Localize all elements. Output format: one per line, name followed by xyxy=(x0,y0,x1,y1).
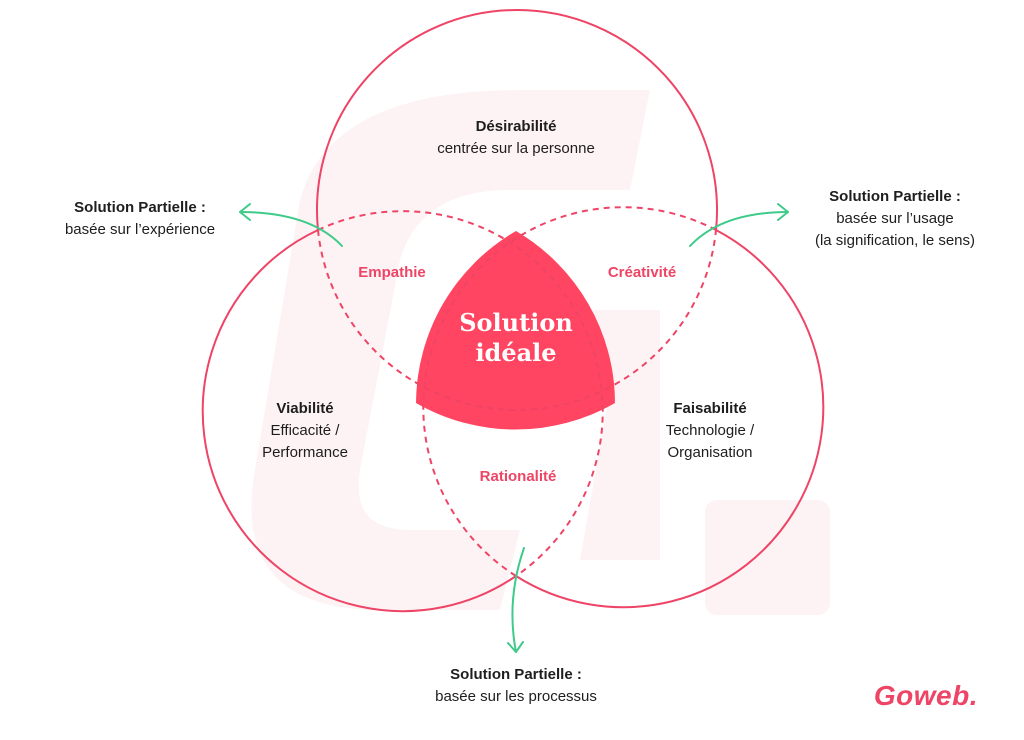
ideal-solution-region xyxy=(416,231,615,430)
arrow-left-head xyxy=(239,203,251,221)
arrow-right xyxy=(689,211,789,247)
partial-solution-bottom: Solution Partielle : basée sur les proce… xyxy=(406,664,626,708)
desirability-title: Désirabilité xyxy=(475,118,557,135)
zone-creativity: Créativité xyxy=(607,264,677,281)
feasibility-label: Faisabilité Technologie / Organisation xyxy=(630,398,790,464)
desirability-subtitle: centrée sur la personne xyxy=(437,140,595,157)
ideal-solution-line-2: idéale xyxy=(475,338,557,367)
partial-solution-left: Solution Partielle : basée sur l’expérie… xyxy=(30,197,250,241)
partial-right-subtitle-1: basée sur l’usage xyxy=(836,210,954,227)
arrow-left xyxy=(239,211,343,247)
arrow-bottom-head xyxy=(507,641,524,653)
zone-rationality: Rationalité xyxy=(479,468,557,485)
top-circle-outer-arc xyxy=(316,9,718,231)
partial-right-subtitle-2: (la signification, le sens) xyxy=(814,232,976,249)
desirability-label: Désirabilité centrée sur la personne xyxy=(416,116,616,160)
arrow-bottom xyxy=(511,547,525,653)
viability-label: Viabilité Efficacité / Performance xyxy=(225,398,385,464)
partial-solution-right: Solution Partielle : basée sur l’usage (… xyxy=(782,186,1008,252)
ideal-solution-line-1: Solution xyxy=(459,308,573,337)
viability-title: Viabilité xyxy=(276,400,334,417)
partial-bottom-subtitle: basée sur les processus xyxy=(435,688,597,705)
ideal-solution-label: Solution idéale xyxy=(436,308,596,368)
feasibility-title: Faisabilité xyxy=(673,400,747,417)
right-circle-outer-arc xyxy=(515,229,825,609)
left-circle-outer-arc xyxy=(201,229,517,613)
zone-empathy: Empathie xyxy=(358,264,426,281)
goweb-logo: Goweb. xyxy=(873,680,978,711)
right-circle-inner-arc xyxy=(422,206,717,577)
viability-subtitle-1: Efficacité / xyxy=(270,422,340,439)
left-circle-inner-arc xyxy=(317,210,604,577)
feasibility-subtitle-1: Technologie / xyxy=(665,422,755,439)
viability-subtitle-2: Performance xyxy=(262,444,348,461)
partial-left-title: Solution Partielle : xyxy=(74,199,206,216)
arrow-right-head xyxy=(777,203,789,221)
partial-left-subtitle: basée sur l’expérience xyxy=(64,221,216,238)
top-circle-inner-arc xyxy=(317,229,717,412)
partial-bottom-title: Solution Partielle : xyxy=(450,666,582,683)
partial-right-title: Solution Partielle : xyxy=(829,188,961,205)
feasibility-subtitle-2: Organisation xyxy=(667,444,753,461)
